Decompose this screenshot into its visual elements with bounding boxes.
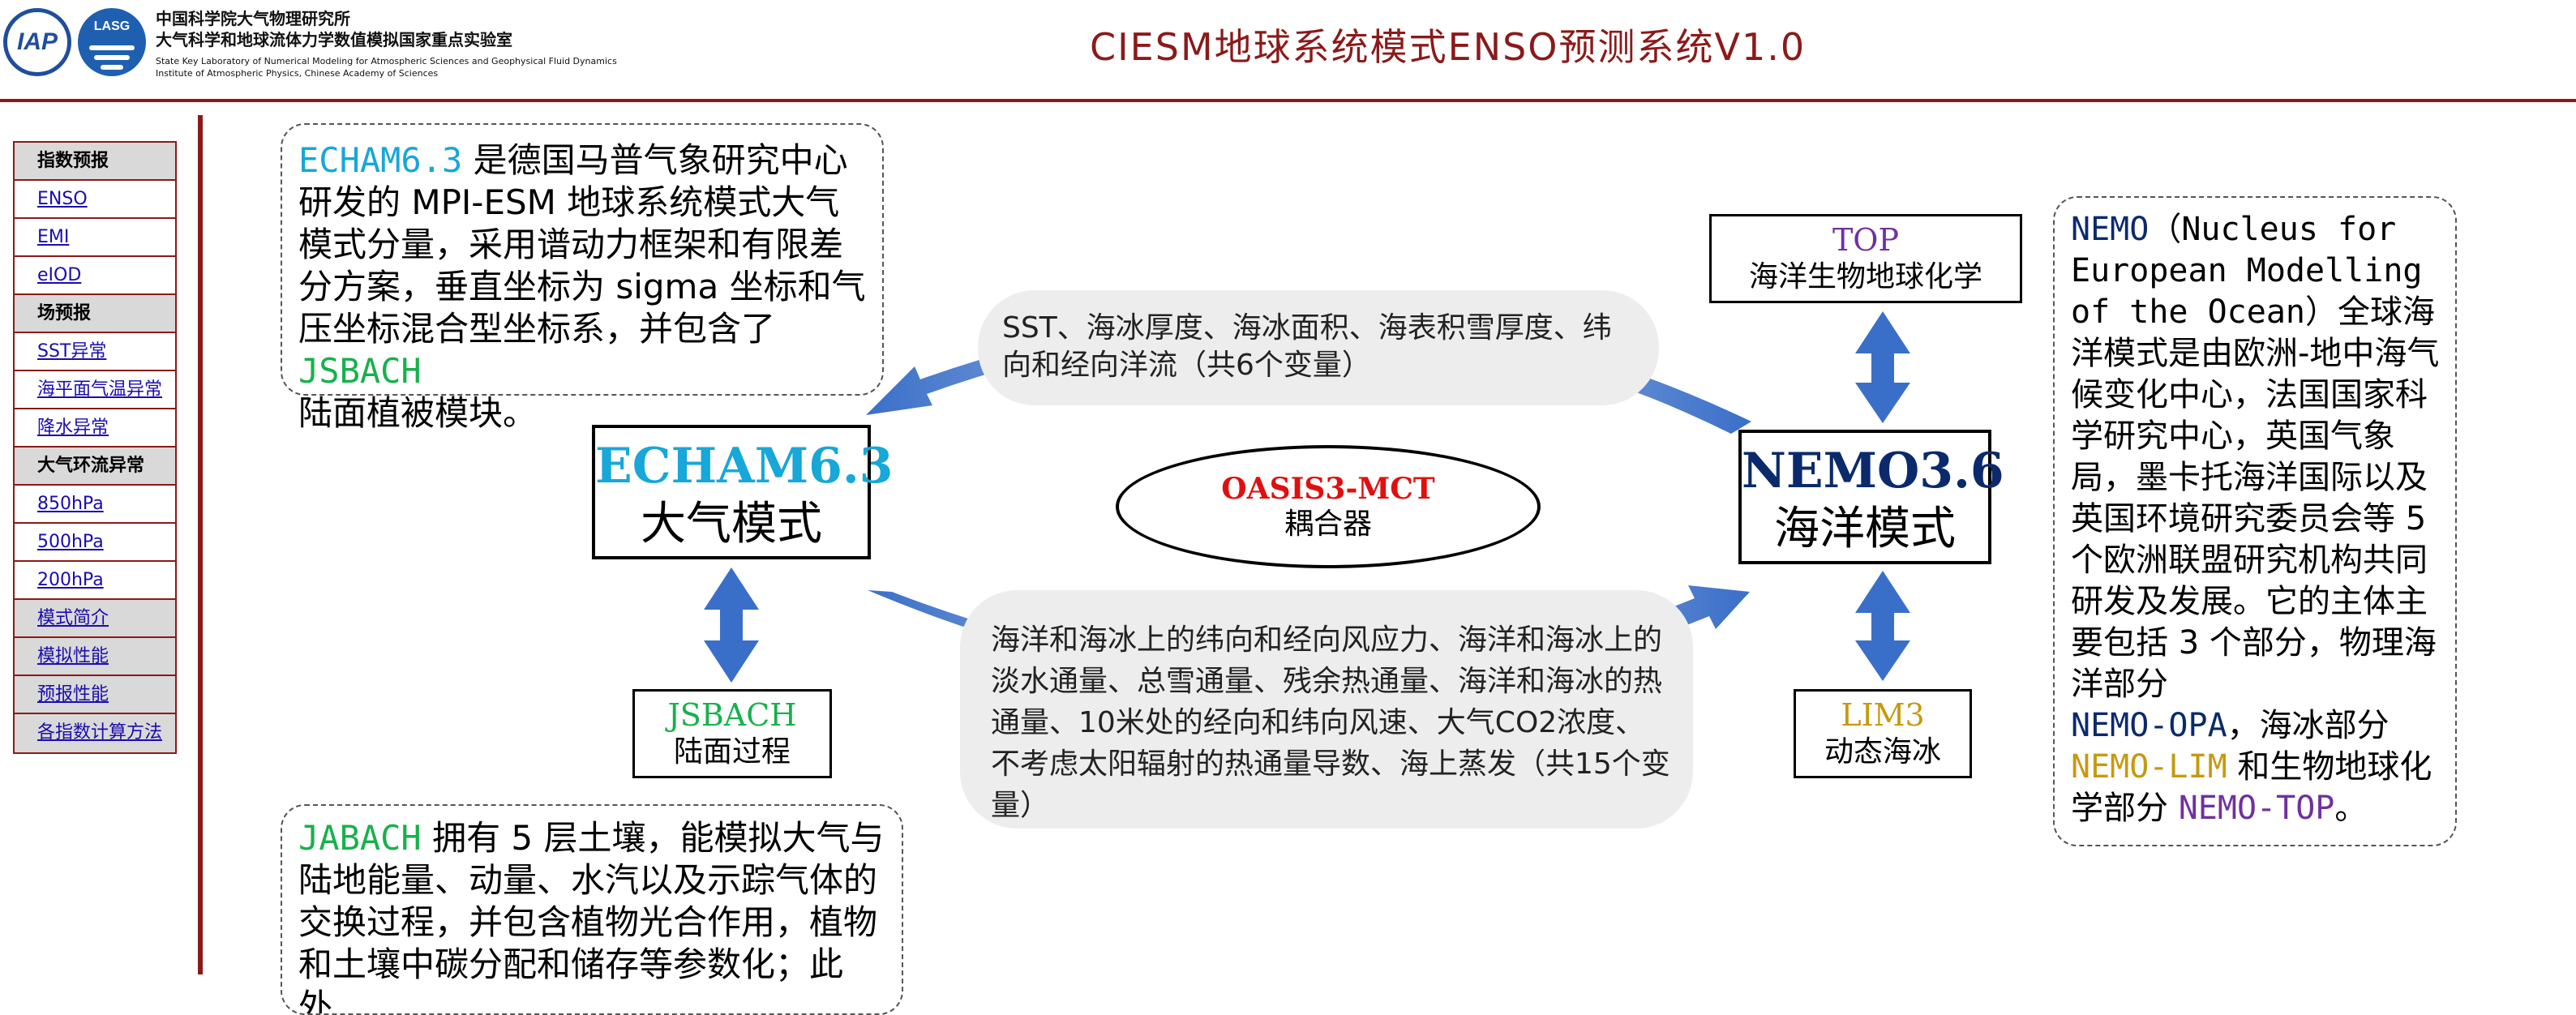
ocean-biogeochem-label: 海洋生物地球化学 — [1748, 260, 1982, 293]
nemo-desc-opa: NEMO-OPA — [2071, 707, 2227, 744]
atmosphere-model-box: ECHAM6.3 大气模式 — [592, 425, 894, 559]
lasg-logo: LASG — [78, 8, 146, 76]
jsbach-description-box: JABACH 拥有 5 层土壤，能模拟大气与陆地能量、动量、水汽以及示踪气体的交… — [281, 804, 903, 1015]
ocean-to-atm-variables: SST、海冰厚度、海冰面积、海表积雪厚度、纬向和经向洋流（共6个变量） — [978, 290, 1659, 405]
jsbach-desc-name: JABACH — [298, 818, 422, 858]
org-name-en-1: State Key Laboratory of Numerical Modeli… — [156, 56, 617, 66]
sidebar-section-0: 指数预报 — [15, 143, 175, 181]
nemo-desc-text-4: 。 — [2334, 790, 2368, 827]
sidebar-link-14[interactable]: 预报性能 — [15, 676, 175, 714]
top-ocean-link-arrow — [1855, 311, 1910, 423]
sidebar-link-7[interactable]: 降水异常 — [15, 409, 175, 448]
ocean-to-atm-variables-text: SST、海冰厚度、海冰面积、海表积雪厚度、纬向和经向洋流（共6个变量） — [1002, 311, 1612, 382]
nemo-desc-top: NEMO-TOP — [2178, 790, 2335, 827]
lim-ocean-link-arrow — [1855, 571, 1910, 681]
iap-logo: IAP — [3, 8, 71, 76]
sidebar-link-11[interactable]: 200hPa — [15, 562, 175, 600]
sidebar-link-13[interactable]: 模拟性能 — [15, 638, 175, 676]
org-name-cn-2: 大气科学和地球流体力学数值模拟国家重点实验室 — [156, 30, 512, 49]
nemo-desc-text-1: 全球海洋模式是由欧洲-地中海气候变化中心，法国国家科学研究中心，英国气象局，墨卡… — [2071, 293, 2440, 703]
coupler-name: OASIS3-MCT — [1221, 472, 1435, 506]
sidebar-section-8: 大气环流异常 — [15, 448, 175, 486]
org-name-block: 中国科学院大气物理研究所 大气科学和地球流体力学数值模拟国家重点实验室 Stat… — [156, 8, 617, 79]
ocean-model-label: 海洋模式 — [1774, 503, 1956, 555]
land-process-label: 陆面过程 — [673, 735, 791, 769]
ocean-biogeochem-name: TOP — [1832, 222, 1900, 258]
echam-desc-name: ECHAM6.3 — [298, 140, 463, 180]
sidebar-link-5[interactable]: SST异常 — [15, 333, 175, 371]
sidebar-link-9[interactable]: 850hPa — [15, 486, 175, 524]
ocean-model-box: NEMO3.6 海洋模式 — [1738, 430, 2004, 564]
jsbach-atm-link-arrow — [704, 567, 759, 683]
sidebar-link-10[interactable]: 500hPa — [15, 524, 175, 562]
ocean-model-name: NEMO3.6 — [1742, 443, 2004, 499]
nemo-desc-lim: NEMO-LIM — [2071, 748, 2227, 786]
sea-ice-box: LIM3 动态海冰 — [1794, 689, 1972, 778]
sea-ice-name: LIM3 — [1841, 697, 1925, 733]
coupler-ellipse: OASIS3-MCT 耦合器 — [1116, 445, 1541, 568]
nemo-description-box: NEMO（Nucleus for European Modelling of t… — [2053, 196, 2457, 846]
sidebar-link-1[interactable]: ENSO — [15, 181, 175, 219]
sidebar-link-12[interactable]: 模式简介 — [15, 600, 175, 638]
atmosphere-model-name: ECHAM6.3 — [595, 438, 894, 495]
lasg-logo-text: LASG — [93, 19, 131, 33]
nemo-desc-text-3: 和生物地球化学部分 — [2071, 748, 2432, 827]
sea-ice-label: 动态海冰 — [1824, 735, 1941, 769]
jsbach-desc-text: 拥有 5 层土壤，能模拟大气与陆地能量、动量、水汽以及示踪气体的交换过程，并包含… — [298, 818, 885, 1015]
echam-desc-text-1: 是德国马普气象研究中心研发的 MPI-ESM 地球系统模式大气模式分量，采用谱动… — [298, 140, 866, 349]
echam-description-box: ECHAM6.3 是德国马普气象研究中心研发的 MPI-ESM 地球系统模式大气… — [281, 123, 884, 433]
sidebar-link-15[interactable]: 各指数计算方法 — [15, 714, 175, 752]
coupler-label: 耦合器 — [1284, 508, 1372, 541]
site-title: CIESM地球系统模式ENSO预测系统V1.0 — [1090, 25, 1807, 69]
nemo-desc-full-name: （Nucleus for European Modelling of the O… — [2071, 211, 2423, 331]
nemo-desc-text-2: ，海冰部分 — [2227, 707, 2390, 744]
land-process-box: JSBACH 陆面过程 — [632, 689, 832, 778]
org-name-en-2: Institute of Atmospheric Physics, Chines… — [156, 68, 439, 79]
sidebar-section-4: 场预报 — [15, 295, 175, 333]
atmosphere-model-label: 大气模式 — [641, 498, 822, 550]
sidebar-link-2[interactable]: EMI — [15, 219, 175, 257]
nemo-desc-name: NEMO — [2071, 211, 2150, 248]
sidebar-link-3[interactable]: eIOD — [15, 257, 175, 295]
page-header: IAP LASG 中国科学院大气物理研究所 大气科学和地球流体力学数值模拟国家重… — [0, 0, 2576, 102]
echam-desc-text-2: 陆面植被模块。 — [298, 393, 538, 433]
iap-logo-text: IAP — [16, 28, 58, 55]
ocean-biogeochem-box: TOP 海洋生物地球化学 — [1709, 214, 2022, 303]
sidebar-link-6[interactable]: 海平面气温异常 — [15, 371, 175, 409]
echam-desc-jsbach: JSBACH — [298, 351, 422, 391]
land-process-name: JSBACH — [667, 697, 797, 733]
atm-to-ocean-variables-text: 海洋和海冰上的纬向和经向风应力、海洋和海冰上的淡水通量、总雪通量、残余热通量、海… — [991, 623, 1670, 822]
sidebar-divider — [198, 115, 203, 974]
atm-to-ocean-variables: 海洋和海冰上的纬向和经向风应力、海洋和海冰上的淡水通量、总雪通量、残余热通量、海… — [960, 590, 1693, 829]
org-name-cn-1: 中国科学院大气物理研究所 — [156, 9, 350, 28]
